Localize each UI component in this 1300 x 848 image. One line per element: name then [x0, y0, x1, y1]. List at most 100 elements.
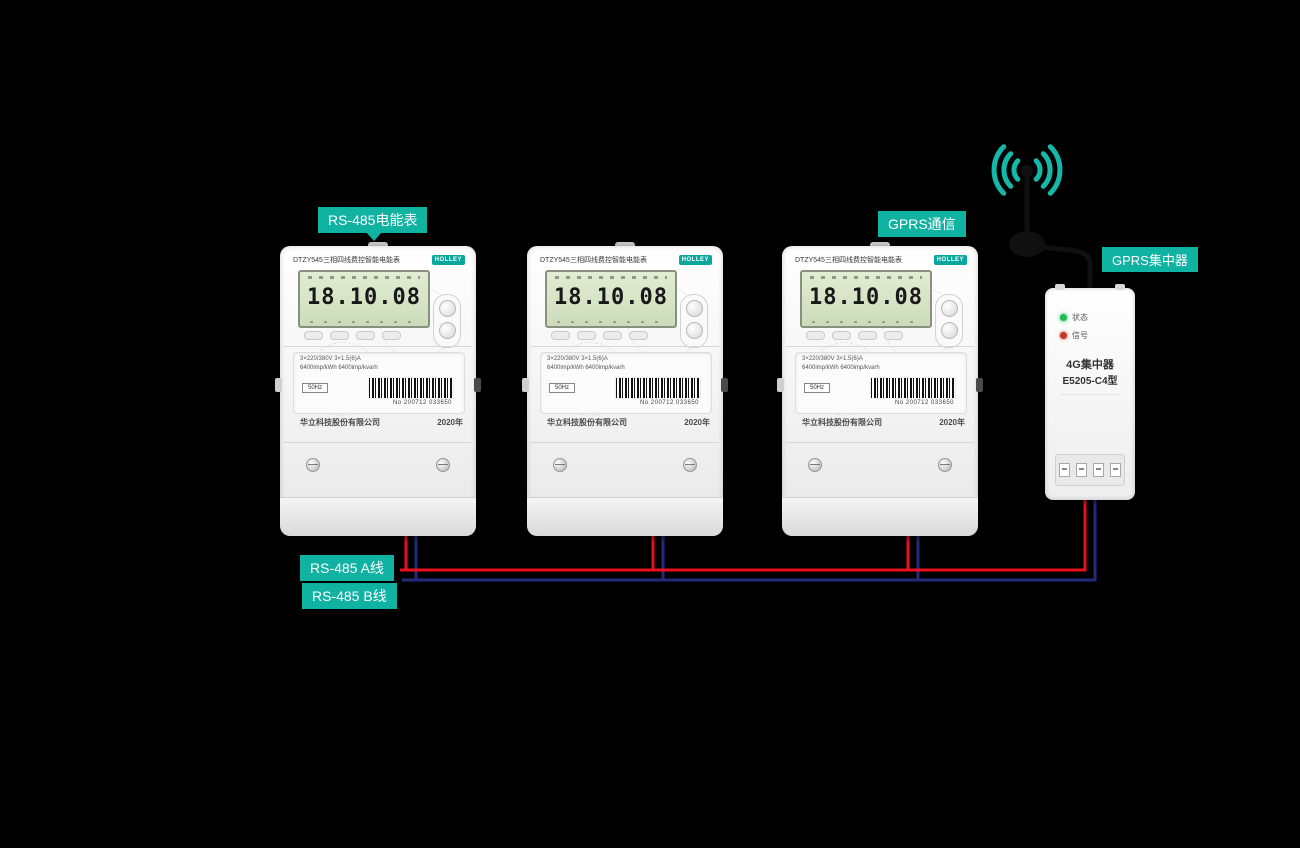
terminal-pin	[1093, 463, 1104, 477]
frequency-box: 50Hz	[302, 383, 329, 393]
frequency-box: 50Hz	[804, 383, 831, 393]
lcd-marker-strip	[557, 321, 665, 323]
seal-tab	[474, 378, 481, 392]
program-button[interactable]	[940, 322, 958, 339]
brand-logo: HOLLEY	[933, 255, 967, 265]
screw-icon	[436, 458, 450, 472]
pointer-arrow-icon	[366, 232, 382, 241]
barcode	[368, 377, 454, 399]
spec-line-1: 3×220/380V 3×1.5(6)A	[802, 356, 863, 362]
serial-number: No 200712 033650	[639, 400, 699, 406]
nameplate-panel: 3×220/380V 3×1.5(6)A 6400imp/kWh 6400imp…	[795, 352, 967, 414]
label-gprs-concentrator: GPRS集中器	[1102, 247, 1198, 272]
spec-line-2: 6400imp/kWh 6400imp/kvarh	[802, 365, 880, 371]
panel-seam	[531, 346, 719, 347]
antenna-icon	[1009, 165, 1045, 257]
serial-number: No 200712 033650	[894, 400, 954, 406]
screw-icon	[808, 458, 822, 472]
panel-seam	[531, 442, 719, 443]
meter-header: DTZY545三相四线费控智能电能表 HOLLEY	[540, 255, 712, 265]
manufacture-year: 2020年	[939, 418, 965, 427]
terminal-strip	[1055, 454, 1125, 486]
key-button[interactable]	[330, 331, 349, 340]
side-tab	[777, 378, 784, 392]
company-row: 华立科技股份有限公司 2020年	[547, 417, 710, 428]
key-button[interactable]	[629, 331, 648, 340]
company-name: 华立科技股份有限公司	[300, 418, 380, 427]
key-button[interactable]	[382, 331, 401, 340]
label-gprs-comm: GPRS通信	[878, 211, 966, 237]
brand-logo: HOLLEY	[678, 255, 712, 265]
key-button[interactable]	[603, 331, 622, 340]
nameplate-panel: 3×220/380V 3×1.5(6)A 6400imp/kWh 6400imp…	[540, 352, 712, 414]
terminal-pin	[1110, 463, 1121, 477]
wire-a-bus	[400, 496, 1087, 572]
display-button[interactable]	[685, 300, 703, 317]
program-button[interactable]	[438, 322, 456, 339]
key-button[interactable]	[551, 331, 570, 340]
terminal-cover	[782, 497, 978, 536]
label-rs485-line-b: RS-485 B线	[302, 583, 397, 609]
side-tab	[275, 378, 282, 392]
seal-tab	[721, 378, 728, 392]
terminal-cover	[280, 497, 476, 536]
gprs-concentrator: 状态 信号 4G集中器 E5205-C4型	[1045, 284, 1135, 500]
meter-header: DTZY545三相四线费控智能电能表 HOLLEY	[795, 255, 967, 265]
button-capsule	[680, 294, 708, 348]
key-button[interactable]	[832, 331, 851, 340]
key-button[interactable]	[884, 331, 903, 340]
antenna-cable	[1039, 243, 1093, 292]
manufacture-year: 2020年	[684, 418, 710, 427]
lcd-digits: 18.10.08	[307, 285, 421, 310]
mount-tab	[1115, 284, 1125, 290]
serial-number: No 200712 033650	[392, 400, 452, 406]
screw-icon	[553, 458, 567, 472]
spec-line-2: 6400imp/kWh 6400imp/kvarh	[547, 365, 625, 371]
terminal-pin	[1059, 463, 1070, 477]
meter-2: DTZY545三相四线费控智能电能表 HOLLEY 18.10.08 3×220…	[522, 242, 728, 536]
lcd-display: 18.10.08	[298, 270, 430, 328]
barcode	[615, 377, 701, 399]
key-button[interactable]	[858, 331, 877, 340]
concentrator-model: E5205-C4型	[1062, 376, 1118, 387]
label-rs485-meter: RS-485电能表	[318, 207, 428, 233]
panel-seam	[786, 346, 974, 347]
key-button[interactable]	[577, 331, 596, 340]
meter-model-title: DTZY545三相四线费控智能电能表	[293, 257, 400, 264]
seal-tab	[976, 378, 983, 392]
spec-line-2: 6400imp/kWh 6400imp/kvarh	[300, 365, 378, 371]
concentrator-name: 4G集中器	[1066, 359, 1114, 371]
company-row: 华立科技股份有限公司 2020年	[802, 417, 965, 428]
company-name: 华立科技股份有限公司	[802, 418, 882, 427]
lcd-digits: 18.10.08	[809, 285, 923, 310]
terminal-pin	[1076, 463, 1087, 477]
key-button[interactable]	[304, 331, 323, 340]
barcode	[870, 377, 956, 399]
display-button[interactable]	[940, 300, 958, 317]
key-button[interactable]	[356, 331, 375, 340]
panel-seam	[284, 442, 472, 443]
screw-icon	[306, 458, 320, 472]
company-name: 华立科技股份有限公司	[547, 418, 627, 427]
key-button[interactable]	[806, 331, 825, 340]
status-led-icon	[1060, 314, 1067, 321]
manufacture-year: 2020年	[437, 418, 463, 427]
meter-header: DTZY545三相四线费控智能电能表 HOLLEY	[293, 255, 465, 265]
program-button[interactable]	[685, 322, 703, 339]
button-capsule	[935, 294, 963, 348]
mount-tab	[1055, 284, 1065, 290]
button-capsule	[433, 294, 461, 348]
label-rs485-line-a: RS-485 A线	[300, 555, 394, 581]
display-button[interactable]	[438, 300, 456, 317]
lcd-display: 18.10.08	[545, 270, 677, 328]
lcd-marker-strip	[812, 321, 920, 323]
company-row: 华立科技股份有限公司 2020年	[300, 417, 463, 428]
spec-line-1: 3×220/380V 3×1.5(6)A	[300, 356, 361, 362]
spec-line-1: 3×220/380V 3×1.5(6)A	[547, 356, 608, 362]
frequency-box: 50Hz	[549, 383, 576, 393]
lcd-display: 18.10.08	[800, 270, 932, 328]
brand-logo: HOLLEY	[431, 255, 465, 265]
key-row	[551, 331, 648, 340]
wire-b-bus	[402, 496, 1097, 582]
